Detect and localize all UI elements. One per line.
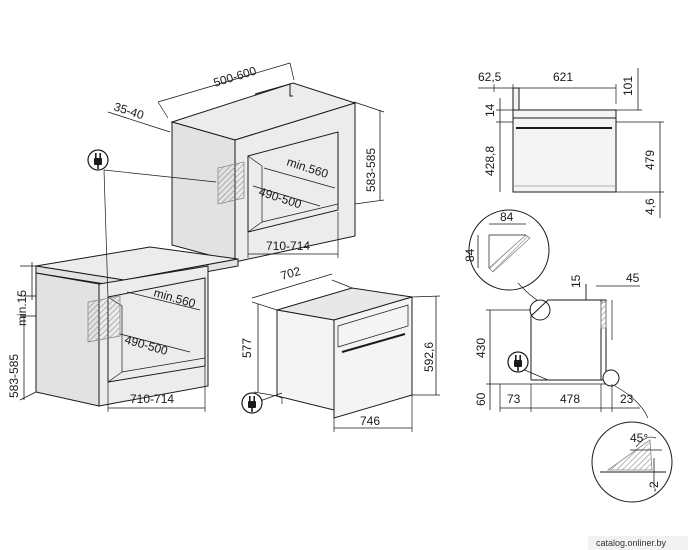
dim-line-top-offset <box>107 111 171 133</box>
label-base-height: 60 <box>474 392 488 406</box>
oven-foot <box>276 395 283 404</box>
dim-ext <box>251 301 278 311</box>
side-profile <box>520 299 620 387</box>
side-view-top <box>512 87 617 193</box>
side-view-top-dims: 62,5 621 101 14 428,8 479 4,6 <box>478 68 664 218</box>
label-top-height: 101 <box>621 76 635 96</box>
plug-icon-pin <box>95 153 97 158</box>
dim-line-opening-depth <box>252 185 321 207</box>
dim-ext <box>19 391 37 401</box>
dim-ext <box>353 101 385 113</box>
plug-icon-body <box>514 360 522 367</box>
dim-ext <box>354 199 385 205</box>
label-width-range: 500-600 <box>212 64 259 90</box>
label-gap-min: min.15 <box>15 290 29 326</box>
tall-cabinet-socket-area <box>217 161 245 205</box>
label-handle-offset: 14 <box>483 103 497 117</box>
plug-icon-pin <box>99 153 101 158</box>
plug-icon-pin <box>249 396 251 401</box>
label-opening-width: 710-714 <box>266 239 310 253</box>
plug-icon-body <box>248 401 256 408</box>
tall-cabinet-front <box>234 102 356 263</box>
plug-icon-cord <box>97 165 99 169</box>
detail-bottom: 45° -2 <box>591 385 673 503</box>
label-detail-width: 84 <box>500 210 514 224</box>
detail-bottom-piece <box>606 439 653 471</box>
plug-icon-pin <box>519 355 521 360</box>
oven-3d <box>276 287 413 419</box>
label-oven-body-height: 577 <box>240 338 254 358</box>
tall-cabinet-notch <box>254 83 293 97</box>
plug-callout-oven <box>241 392 283 414</box>
detail-angle-arc <box>635 436 657 448</box>
profile-front-hatch <box>600 301 607 329</box>
oven-control-panel <box>337 304 409 348</box>
detail-angle: 84 84 <box>463 209 550 303</box>
label-base-opening-height: 583-585 <box>7 354 21 398</box>
tall-cabinet-opening-inner <box>247 155 263 233</box>
watermark-bg <box>588 536 688 550</box>
plug-icon-body <box>94 158 102 165</box>
detail-angle-piece <box>488 234 531 273</box>
plug-icon-pin <box>515 355 517 360</box>
base-cabinet-socket-area <box>87 295 121 343</box>
label-oven-front-height: 592,6 <box>422 342 436 372</box>
side-view-body <box>512 109 617 193</box>
label-detail-offset: -2 <box>647 481 661 492</box>
dim-ext <box>253 391 278 397</box>
plug-icon-pin <box>253 396 255 401</box>
label-opening-height: 583-585 <box>364 148 378 192</box>
label-front-thickness: 62,5 <box>478 70 502 84</box>
label-oven-width: 746 <box>360 414 380 428</box>
dim-ext <box>331 279 353 289</box>
oven-3d-dims: 702 577 592,6 746 <box>240 264 441 432</box>
dim-line-width <box>157 62 291 103</box>
label-front-gap: 45 <box>626 271 640 285</box>
label-middle: 478 <box>560 392 580 406</box>
dim-ext <box>289 62 295 81</box>
pointer-line <box>103 169 217 183</box>
side-profile-dims: 15 45 430 60 73 478 23 <box>474 271 640 412</box>
pointer-line <box>103 169 109 299</box>
base-cabinet-opening-floor <box>121 357 206 373</box>
detail-bottom-leader <box>614 385 649 419</box>
label-side-depth: 621 <box>553 70 573 84</box>
plug-callout-profile <box>507 351 549 381</box>
label-rear: 73 <box>507 392 521 406</box>
watermark-text: catalog.onliner.by <box>596 538 667 548</box>
label-oven-depth: 702 <box>279 264 302 283</box>
pointer-line <box>259 392 283 402</box>
label-base-opening-width: 710-714 <box>130 392 174 406</box>
side-view-top-band <box>512 109 617 119</box>
profile-detail-marker <box>529 299 551 321</box>
label-detail-height: 84 <box>463 248 477 262</box>
tall-cabinet-opening-floor <box>261 203 339 223</box>
label-detail-angle: 45° <box>630 431 648 445</box>
dim-line-depth-min <box>263 167 336 189</box>
tall-cabinet-opening <box>247 131 339 233</box>
oven-handle <box>341 333 406 353</box>
label-body-height: 430 <box>474 338 488 358</box>
label-bottom-offset: 4,6 <box>643 198 657 215</box>
label-total-height: 479 <box>643 150 657 170</box>
label-top-gap: 15 <box>569 274 583 288</box>
dim-line-base-opening-depth <box>119 333 191 353</box>
dim-ext <box>411 295 441 298</box>
side-view-front-lip <box>512 87 520 111</box>
dim-line-oven-depth <box>251 273 333 299</box>
base-cabinet <box>35 246 239 407</box>
dim-ext <box>157 101 169 119</box>
profile-foot-marker <box>602 369 620 387</box>
plug-callout-left <box>87 149 217 299</box>
label-front: 23 <box>620 392 634 406</box>
watermark: catalog.onliner.by <box>588 536 688 550</box>
profile-front <box>601 299 607 380</box>
plug-icon-cord <box>251 408 253 412</box>
label-lower-height: 428,8 <box>483 146 497 176</box>
dim-line-base-depth <box>126 291 201 311</box>
oven-side <box>276 309 335 411</box>
plug-icon-cord <box>517 367 519 371</box>
